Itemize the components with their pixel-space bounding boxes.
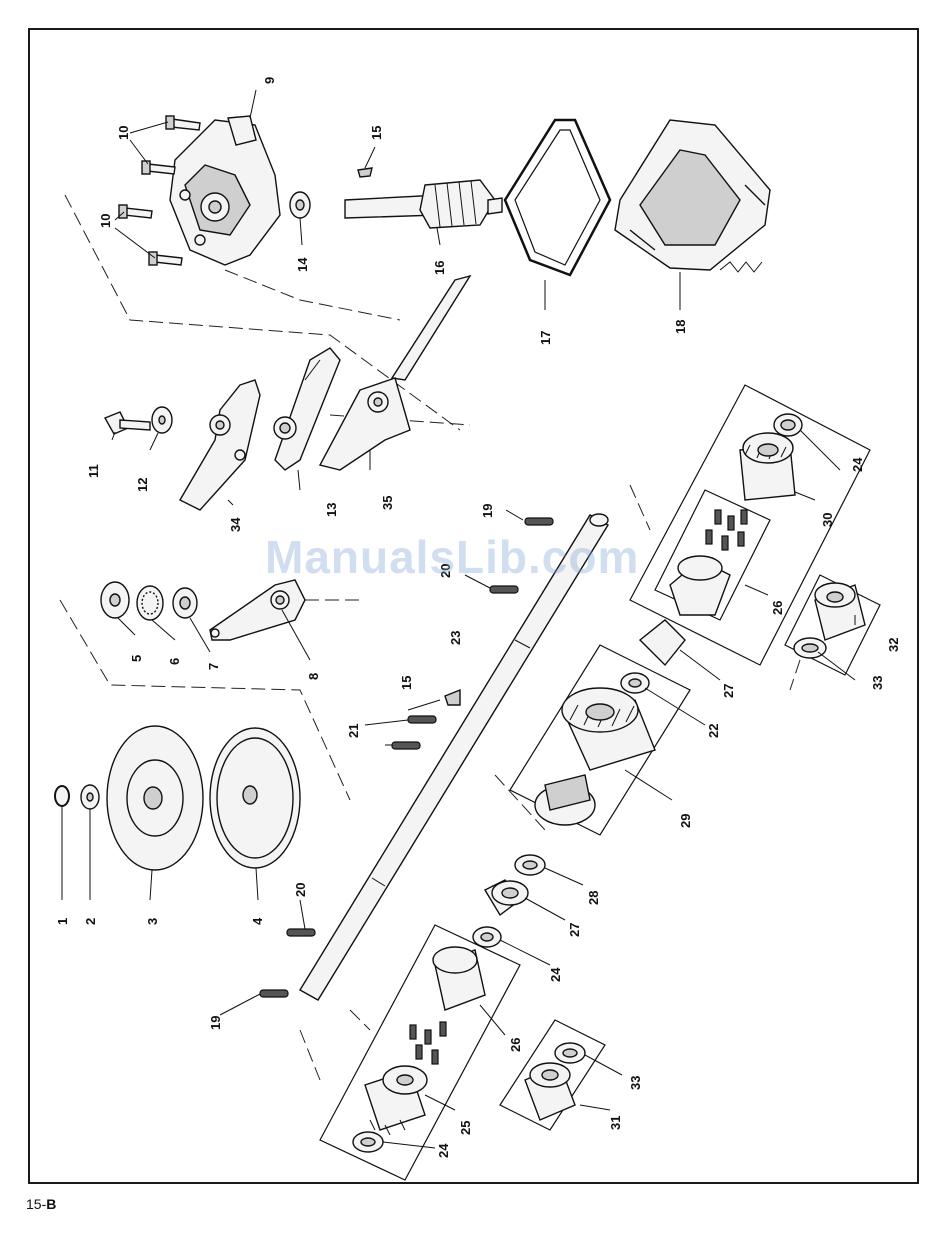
callout-17: 17 [538,331,553,345]
callout-20-lower: 20 [293,883,308,897]
washer-28 [515,855,545,875]
callout-25: 25 [458,1121,473,1135]
callout-6: 6 [167,658,182,665]
page-number: 15-B [26,1196,56,1212]
callout-24-middle: 24 [548,967,563,982]
gasket-17 [505,120,610,275]
callout-11: 11 [86,464,101,478]
watermark: ManualsLib.com [265,530,639,584]
callout-24-lower: 24 [436,1143,451,1158]
callout-15-upper: 15 [369,126,384,140]
callout-24-upper: 24 [850,457,865,472]
callout-35: 35 [380,496,395,510]
bolt-11 [105,412,150,434]
callout-12: 12 [135,478,150,492]
callout-8: 8 [306,673,321,680]
callout-33-lower: 33 [628,1076,643,1090]
callout-32: 32 [886,638,901,652]
gear-31 [525,1063,575,1120]
gear-case-18 [615,120,770,272]
hub-27-lower [485,880,528,915]
key-15 [358,168,372,177]
callout-5: 5 [129,655,144,662]
callout-34: 34 [228,517,243,532]
gear-30 [740,433,795,500]
callout-28: 28 [586,891,601,905]
callout-26-upper: 26 [770,601,785,615]
washer-14 [290,192,310,218]
callout-13: 13 [324,503,339,517]
shift-arm-35 [320,276,470,470]
callout-33-upper: 33 [870,676,885,690]
pulley-3 [107,726,203,870]
gear-housing-front [170,116,280,265]
dog-clutch-26-lower [410,947,485,1064]
bearing-6 [137,586,163,620]
callout-27-lower: 27 [567,923,582,937]
callout-19-lower: 19 [208,1016,223,1030]
callout-2: 2 [83,918,98,925]
lever-8 [210,580,305,640]
page-number-prefix: 15- [26,1196,46,1212]
callout-18: 18 [673,320,688,334]
snap-ring-1 [55,786,69,806]
plate-34 [180,380,260,510]
worm-shaft-16 [345,180,502,228]
callout-26-lower: 26 [508,1038,523,1052]
callout-15-lower: 15 [399,676,414,690]
callout-10-upper: 10 [116,126,131,140]
callout-4: 4 [250,917,265,925]
washer-12 [152,407,172,433]
washer-2 [81,785,99,809]
callout-31: 31 [608,1116,623,1130]
washer-22 [621,673,649,693]
callout-21: 21 [346,724,361,738]
gear-25 [365,1066,427,1135]
main-shaft-23 [300,514,608,1000]
callout-16: 16 [432,261,447,275]
washer-24-middle [473,927,501,947]
callout-10-lower: 10 [98,214,113,228]
hub-27-upper [640,620,685,665]
callout-29: 29 [678,814,693,828]
callout-7: 7 [206,663,221,670]
callout-30: 30 [820,513,835,527]
washer-5 [101,582,129,618]
gear-29 [535,688,655,825]
callout-27-upper: 27 [721,684,736,698]
washer-24-lower [353,1132,383,1152]
callout-19-upper: 19 [480,504,495,518]
callout-9: 9 [262,77,277,84]
washer-24-upper [774,414,802,436]
callout-1: 1 [55,918,70,925]
callout-3: 3 [145,918,160,925]
gear-32 [815,583,865,640]
washer-33-lower [555,1043,585,1063]
pulley-4 [210,728,300,868]
callout-22: 22 [706,724,721,738]
page-number-suffix: B [46,1196,56,1212]
callout-14: 14 [295,257,310,272]
dog-clutch-26-upper [670,510,747,615]
washer-7 [173,588,197,618]
callout-23: 23 [448,631,463,645]
